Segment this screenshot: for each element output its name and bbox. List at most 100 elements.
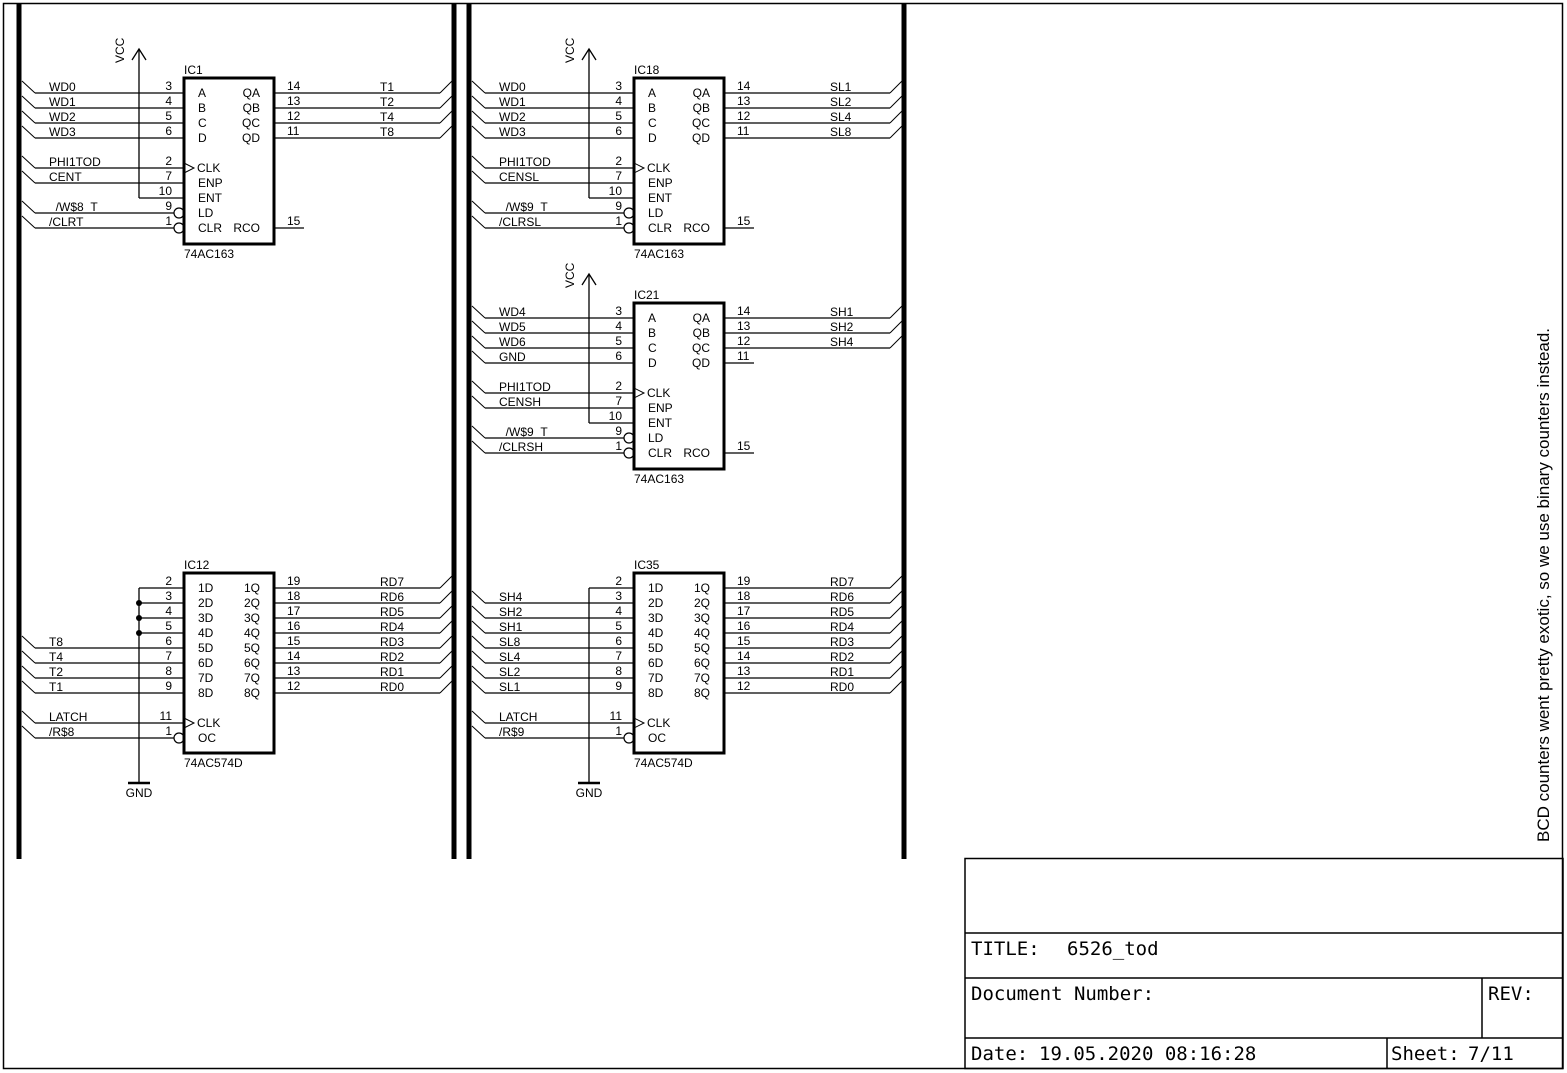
pin-number: 2 [165,574,172,588]
net-label: T2 [380,95,394,109]
pin-number: 4 [165,604,172,618]
ic-body [182,76,276,246]
bus-entry [21,95,36,109]
pin-number: 7 [615,169,622,183]
pin-name: D [648,131,657,145]
pin-name: QB [693,101,710,115]
pin-name: 2D [648,596,664,610]
net-label: PHI1TOD [49,155,101,169]
pin-number: 6 [615,349,622,363]
title-block [964,857,1564,1070]
bus-entry [439,680,453,694]
net-label: T8 [380,125,394,139]
pin-number: 5 [615,619,622,633]
pin-number: 11 [160,709,173,723]
pin-name: 3Q [244,611,260,625]
document-number-label: Document Number: [971,983,1154,1005]
net-label: T8 [49,635,63,649]
net-label: /CLRT [49,215,84,229]
pin-name: CLR [648,446,672,460]
bus-entry [21,710,36,724]
pin-number: 3 [615,304,622,318]
bus-entry [21,80,36,94]
pin-number: 13 [287,664,301,678]
pin-number: 3 [615,589,622,603]
pin-name: 7Q [694,671,710,685]
vcc-arrow-icon [581,47,597,61]
pin-name: 6Q [244,656,260,670]
pin-name: 5Q [244,641,260,655]
pin-name: ENP [648,176,673,190]
bus-entry [889,305,903,319]
pin-name: QD [692,356,710,370]
pin-number: 3 [615,79,622,93]
bus-entry [889,125,903,139]
bus-entry [471,425,486,439]
bus-entry [21,680,36,694]
ic-body [632,76,726,246]
ic-part-number: 74AC163 [184,247,234,261]
pin-name: 2D [198,596,214,610]
net-label: /CLRSH [499,440,543,454]
pin-name: A [198,86,206,100]
pin-number: 4 [165,94,172,108]
net-label: SL2 [499,665,521,679]
pin-name: CLK [647,386,670,400]
pin-number: 1 [615,439,622,453]
pin-number: 2 [615,154,622,168]
pin-number: 2 [615,574,622,588]
bus-entry [471,710,486,724]
bus-entry [439,635,453,649]
net-label: T1 [380,80,394,94]
pin-number: 1 [615,214,622,228]
pin-number: 16 [737,619,751,633]
net-label: T4 [380,110,394,124]
pin-name: 7D [198,671,214,685]
title-label: TITLE: [971,938,1040,960]
pin-name: 5D [648,641,664,655]
clock-triangle-icon [633,387,646,399]
pin-name: ENP [648,401,673,415]
pin-number: 11 [610,709,623,723]
pin-name: 5D [198,641,214,655]
net-label: WD5 [499,320,526,334]
net-label: RD6 [380,590,404,604]
net-label: SL4 [499,650,521,664]
pin-name: 8D [648,686,664,700]
net-label: PHI1TOD [499,155,551,169]
pin-number: 16 [287,619,301,633]
bus-entry [889,650,903,664]
net-label: _/W$9_T [498,200,548,214]
bus-entry [471,305,486,319]
bus-entry [471,95,486,109]
bus-entry [471,125,486,139]
bus-entry [439,575,453,589]
pin-number: 6 [615,634,622,648]
pin-number: 11 [737,124,750,138]
bus-entry [21,215,36,229]
clock-triangle-icon [633,162,646,174]
pin-number: 12 [737,334,751,348]
bus-entry [21,170,36,184]
pin-number: 14 [287,649,301,663]
pin-number: 13 [287,94,301,108]
bus-entry [471,200,486,214]
net-label: CENSL [499,170,539,184]
net-label: SL1 [499,680,521,694]
buses [16,3,907,859]
revision-label: REV: [1488,983,1534,1005]
pin-number: 3 [165,589,172,603]
pin-name: QA [693,86,710,100]
bus-entry [471,170,486,184]
net-label: RD0 [830,680,854,694]
pin-number: 11 [287,124,300,138]
bus-entry [21,125,36,139]
pin-name: QB [243,101,260,115]
vcc-arrow-icon [131,47,147,61]
pin-name: B [648,326,656,340]
vcc-label: VCC [113,37,127,63]
pin-number: 14 [287,79,301,93]
